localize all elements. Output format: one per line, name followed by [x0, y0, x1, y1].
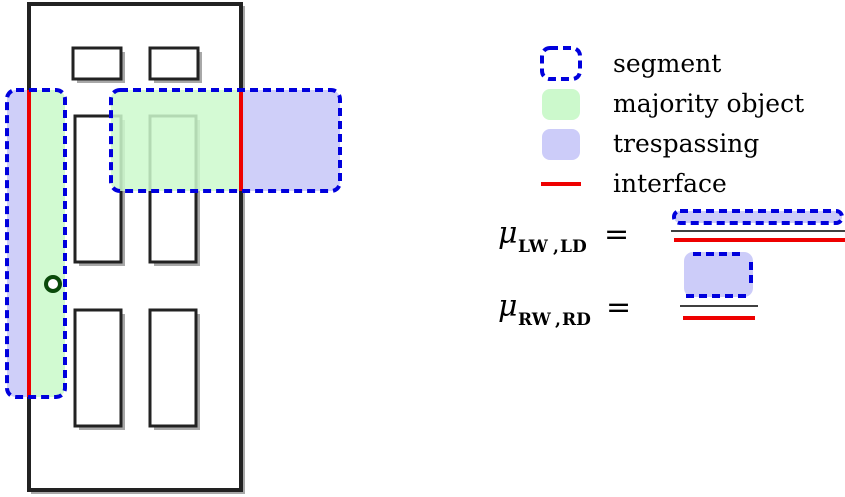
door-panel-low-right [148, 308, 198, 428]
legend-majority-label: majority object [613, 89, 804, 118]
left-majority-area [29, 90, 65, 397]
formula-lw-ld-sub-b: LD [560, 237, 587, 257]
formula-rw-rd: μ RW , RD = [498, 252, 758, 330]
door-knob-icon [44, 275, 62, 293]
legend-majority-swatch [542, 89, 580, 120]
right-trespassing-area [241, 90, 340, 191]
left-segment-border [5, 88, 67, 399]
formula-rw-rd-comma: , [555, 310, 561, 330]
formula-rw-rd-mu: μ [498, 289, 518, 324]
formula-lw-ld: μ LW , LD = [498, 209, 845, 257]
formula-lw-ld-mu: μ [498, 216, 518, 251]
left-trespassing-area [7, 90, 29, 397]
formula-rw-rd-numerator [684, 252, 753, 297]
formula-lw-ld-numerator [672, 209, 844, 225]
right-majority-area [111, 90, 241, 191]
formula-rw-rd-equals: = [606, 290, 631, 325]
legend: segment majority object trespassing inte… [540, 46, 804, 198]
formula-rw-rd-sub-b: RD [562, 310, 591, 330]
formula-rw-rd-sub-a: RW [518, 310, 552, 330]
legend-segment-swatch [540, 46, 582, 81]
door-panel-top-left [71, 46, 123, 81]
legend-trespassing-label: trespassing [613, 129, 759, 158]
formula-lw-ld-comma: , [553, 237, 559, 257]
door-panel-top-right [148, 46, 200, 81]
formula-lw-ld-sub-a: LW [518, 237, 549, 257]
door [27, 2, 245, 494]
formula-lw-ld-equals: = [604, 217, 629, 252]
right-segment-border [109, 88, 342, 193]
legend-trespassing-swatch [542, 129, 580, 160]
legend-segment-label: segment [613, 49, 721, 78]
left-segment [5, 88, 67, 399]
legend-interface-label: interface [613, 169, 727, 198]
right-segment [109, 88, 342, 193]
door-panel-low-left [73, 308, 123, 428]
